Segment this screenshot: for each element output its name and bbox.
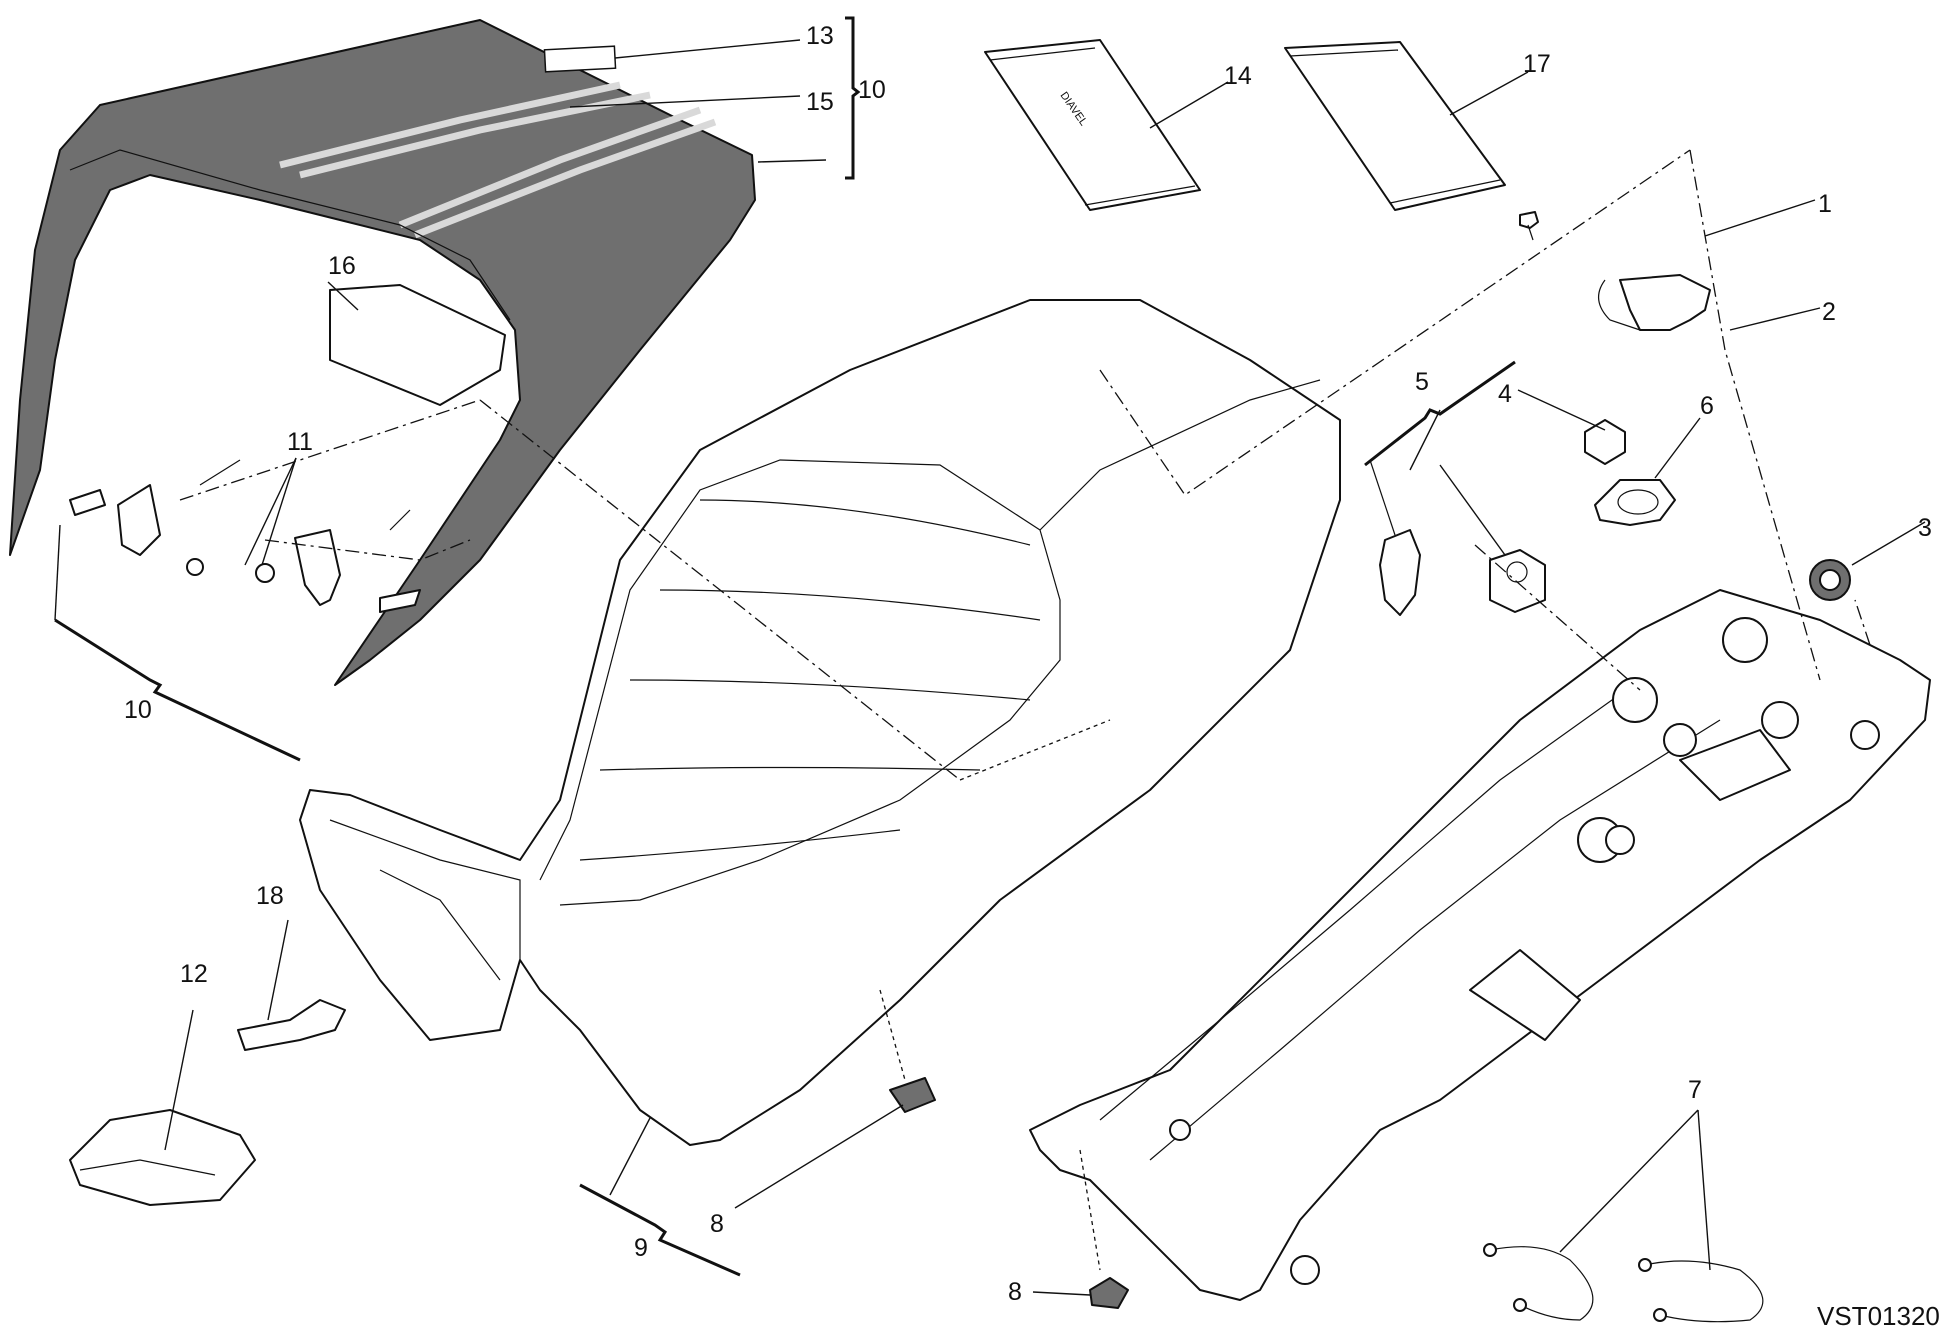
key-part-5 bbox=[1379, 529, 1421, 616]
foam-pad-part-16 bbox=[329, 284, 506, 406]
callout-6: 6 bbox=[1700, 392, 1714, 420]
seat-subframe bbox=[1029, 589, 1931, 1301]
callout-8-upper: 8 bbox=[710, 1210, 724, 1238]
callout-16: 16 bbox=[328, 252, 356, 280]
callout-15: 15 bbox=[806, 88, 834, 116]
manual-part-17 bbox=[1284, 41, 1506, 211]
owners-manual-part-14: DIAVEL bbox=[984, 39, 1201, 211]
rubber-pad-part-8-upper bbox=[889, 1077, 936, 1113]
callout-2: 2 bbox=[1822, 298, 1836, 326]
callout-9: 9 bbox=[634, 1234, 648, 1262]
lock-cylinder-part-5 bbox=[1489, 549, 1546, 613]
callout-18: 18 bbox=[256, 882, 284, 910]
lanyard-part-18 bbox=[237, 999, 346, 1051]
logo-badge-part-13 bbox=[543, 45, 617, 73]
callout-13: 13 bbox=[806, 22, 834, 50]
seat-lock-assembly bbox=[1369, 211, 1851, 616]
callout-10-lower: 10 bbox=[124, 696, 152, 724]
callout-1: 1 bbox=[1818, 190, 1832, 218]
callout-4: 4 bbox=[1498, 380, 1512, 408]
callout-3: 3 bbox=[1918, 514, 1932, 542]
cables-part-7 bbox=[1483, 1243, 1764, 1323]
drawing-code: VST01320 bbox=[1817, 1301, 1940, 1331]
callout-17: 17 bbox=[1523, 50, 1551, 78]
rider-seat-part-9 bbox=[299, 299, 1341, 1146]
rubber-pad-part-8-lower bbox=[1089, 1277, 1129, 1309]
callout-5: 5 bbox=[1415, 368, 1429, 396]
latch-part-2 bbox=[1619, 274, 1711, 331]
callout-14: 14 bbox=[1224, 62, 1252, 90]
screw-part-1 bbox=[1519, 211, 1539, 229]
callout-7: 7 bbox=[1688, 1076, 1702, 1104]
pad-part-12 bbox=[69, 1109, 256, 1206]
callout-11: 11 bbox=[287, 428, 313, 456]
callout-8-lower: 8 bbox=[1008, 1278, 1022, 1306]
callout-10-upper: 10 bbox=[858, 76, 886, 104]
bracket-part-6 bbox=[1594, 479, 1676, 526]
callout-12: 12 bbox=[180, 960, 208, 988]
nut-part-4 bbox=[1584, 419, 1626, 465]
